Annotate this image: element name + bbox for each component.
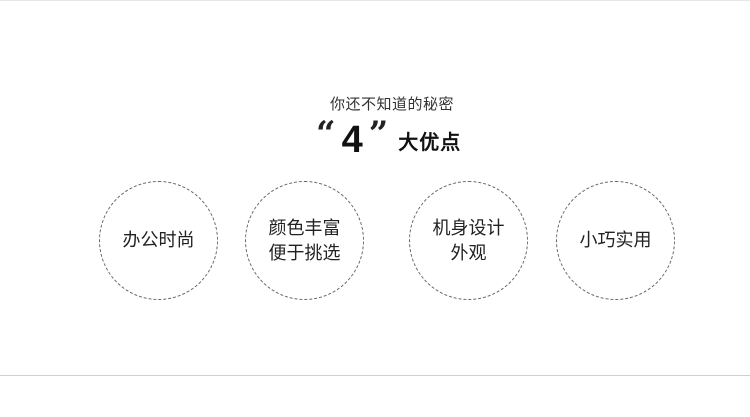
feature-label: 小巧实用 [579, 230, 652, 251]
feature-label: 机身设计 [432, 217, 505, 239]
feature-label: 办公时尚 [122, 230, 195, 251]
section-subtitle: 你还不知道的秘密 [329, 95, 454, 113]
top-divider [0, 0, 750, 1]
feature-circle-colors: 颜色丰富 便于挑选 [245, 181, 364, 300]
feature-label: 便于挑选 [268, 242, 341, 264]
feature-circle-compact: 小巧实用 [556, 181, 675, 300]
headline-number: 4 [341, 119, 363, 161]
bottom-divider [0, 375, 750, 376]
close-quote: ” [368, 114, 389, 154]
headline-suffix: 大优点 [398, 129, 462, 154]
feature-label: 颜色丰富 [268, 217, 341, 239]
feature-circle-design: 机身设计 外观 [409, 181, 528, 300]
open-quote: “ [316, 114, 336, 154]
section-headline: “ 4 ” 大优点 [316, 116, 461, 164]
feature-label: 外观 [450, 242, 487, 264]
feature-circle-fashionable: 办公时尚 [99, 181, 218, 300]
